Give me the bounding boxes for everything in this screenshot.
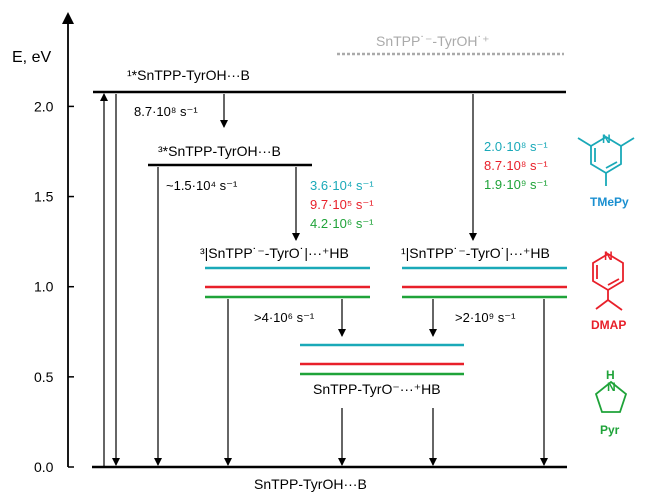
- energy-axis: E, eV 0.0 0.5 1.0 1.5 2.0: [12, 12, 74, 475]
- triplet-pcet-rate-tmepy: 3.6·10⁴ s⁻¹: [310, 178, 374, 193]
- triplet-pcet-rate-pyr: 4.2·10⁶ s⁻¹: [310, 216, 374, 231]
- base-name-pyr: Pyr: [600, 423, 620, 437]
- singlet-excited-label: ¹*SnTPP-TyrOH···B: [127, 67, 250, 83]
- axis-tick-label: 0.0: [34, 459, 54, 475]
- triplet-pcet-rates: 3.6·10⁴ s⁻¹ 9.7·10⁵ s⁻¹ 4.2·10⁶ s⁻¹: [310, 178, 374, 231]
- base-name-dmap: DMAP: [591, 318, 626, 332]
- triplet-pcet-rate-dmap: 9.7·10⁵ s⁻¹: [310, 197, 374, 212]
- final-cs-levels: [300, 343, 464, 376]
- axis-tick-label: 1.5: [34, 189, 54, 205]
- base-name-tmepy: TMePy: [590, 195, 629, 209]
- singlet-pcet-rate-pyr: 1.9·10⁹ s⁻¹: [484, 177, 548, 192]
- triplet-cs-label: ³|SnTPP˙⁻-TyrO˙|···⁺HB: [200, 245, 349, 261]
- triplet-decay-rate: ~1.5·10⁴ s⁻¹: [166, 178, 238, 193]
- isc-rate: 8.7·10⁸ s⁻¹: [134, 104, 198, 119]
- tmepy-structure-icon: N: [577, 132, 635, 186]
- singlet-relax-rate: >2·10⁹ s⁻¹: [455, 310, 516, 325]
- singlet-pcet-rate-dmap: 8.7·10⁸ s⁻¹: [484, 158, 548, 173]
- final-cs-label: SnTPP-TyrO⁻···⁺HB: [313, 381, 441, 397]
- triplet-relax-rate: >4·10⁶ s⁻¹: [254, 310, 315, 325]
- svg-text:N: N: [604, 249, 613, 263]
- axis-tick-label: 1.0: [34, 279, 54, 295]
- singlet-pcet-rate-tmepy: 2.0·10⁸ s⁻¹: [484, 139, 548, 154]
- transition-arrows: [100, 93, 548, 467]
- singlet-cs-label: ¹|SnTPP˙⁻-TyrO˙|···⁺HB: [401, 245, 550, 261]
- high-state-label: SnTPP˙⁻-TyrOH˙⁺: [376, 33, 490, 49]
- dmap-structure-icon: N: [592, 249, 624, 311]
- ground-state-label: SnTPP-TyrOH···B: [254, 476, 367, 492]
- triplet-cs-levels: [205, 266, 370, 299]
- svg-text:N: N: [607, 380, 616, 394]
- pyrrolidine-structure-icon: H N: [594, 368, 628, 413]
- svg-text:N: N: [602, 132, 611, 146]
- axis-tick-label: 0.5: [34, 369, 54, 385]
- singlet-cs-levels: [402, 266, 567, 299]
- axis-ticks: 0.0 0.5 1.0 1.5 2.0: [34, 98, 74, 475]
- axis-tick-label: 2.0: [34, 98, 54, 114]
- triplet-excited-label: ³*SnTPP-TyrOH···B: [158, 143, 281, 159]
- singlet-pcet-rates: 2.0·10⁸ s⁻¹ 8.7·10⁸ s⁻¹ 1.9·10⁹ s⁻¹: [484, 139, 548, 192]
- axis-label: E, eV: [12, 49, 51, 66]
- svg-text:H: H: [606, 368, 615, 382]
